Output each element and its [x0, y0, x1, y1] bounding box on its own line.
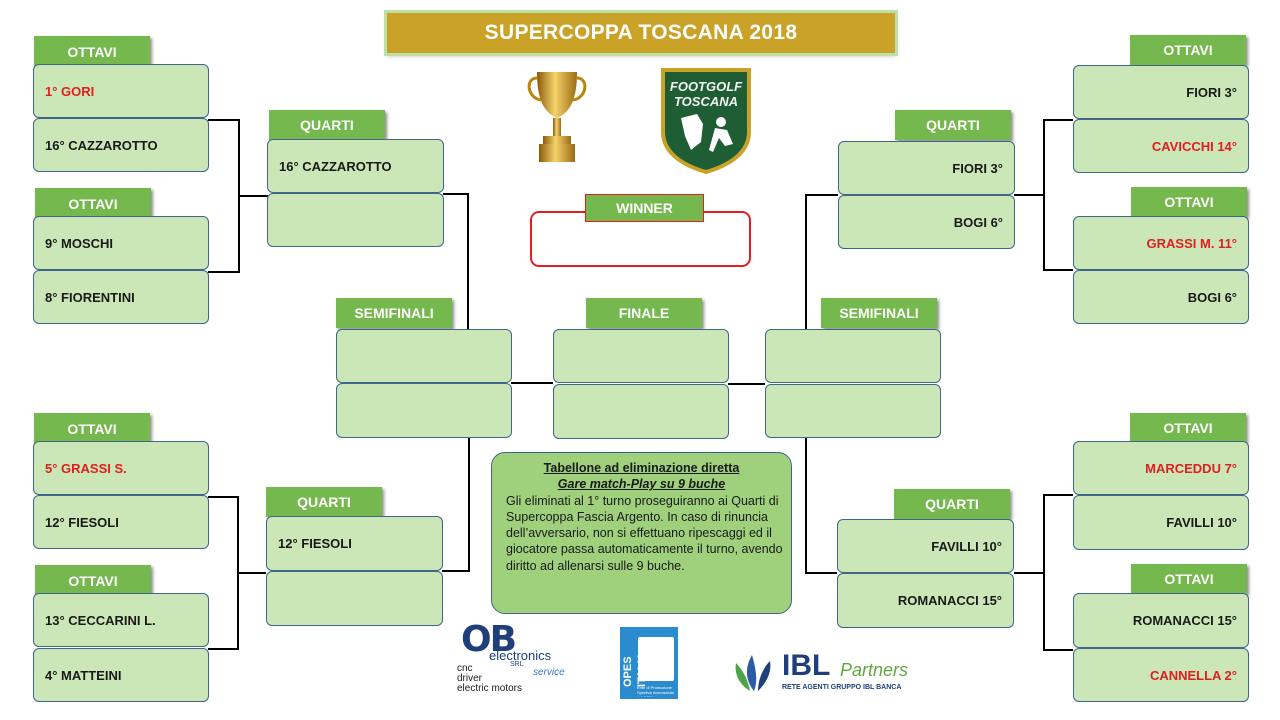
match-slot-left-s1b — [336, 383, 512, 438]
match-slot-final-b — [553, 384, 729, 439]
rules-body: Gli eliminati al 1° turno proseguiranno … — [506, 493, 783, 573]
logo-text-2: TOSCANA — [674, 94, 738, 109]
ob-logo-srl: SRL — [510, 661, 524, 668]
ibl-logo-name: IBL — [782, 649, 831, 682]
match-slot-right-o1a: FIORI 3° — [1073, 65, 1249, 119]
rules-heading-1: Tabellone ad eliminazione diretta — [543, 461, 740, 475]
ottavi-label-left-3: OTTAVI — [34, 413, 150, 444]
ibl-logo-tagline: RETE AGENTI GRUPPO IBL BANCA — [782, 684, 902, 691]
ottavi-label-right-4: OTTAVI — [1131, 564, 1247, 594]
match-slot-left-o2a: 9° MOSCHI — [33, 216, 209, 270]
ottavi-label-right-2: OTTAVI — [1131, 187, 1247, 217]
ob-logo-mark: OB — [461, 619, 517, 660]
match-slot-right-q1a: FIORI 3° — [838, 141, 1015, 195]
quarti-label-right-1: QUARTI — [895, 110, 1011, 140]
match-slot-left-o1b: 16° CAZZAROTTO — [33, 118, 209, 172]
match-slot-right-o2a: GRASSI M. 11° — [1073, 216, 1249, 270]
ob-logo-driver: driver — [457, 673, 483, 684]
match-slot-right-o1b: CAVICCHI 14° — [1073, 119, 1249, 173]
page-title: SUPERCOPPA TOSCANA 2018 — [387, 13, 895, 53]
ibl-partners-logo: IBL Partners RETE AGENTI GRUPPO IBL BANC… — [730, 651, 930, 697]
match-slot-right-o3b: FAVILLI 10° — [1073, 495, 1249, 550]
match-slot-left-o3b: 12° FIESOLI — [33, 495, 209, 549]
quarti-label-left-2: QUARTI — [266, 487, 382, 517]
ob-logo-cnc: cnc — [457, 663, 473, 674]
match-slot-right-q2a: FAVILLI 10° — [837, 519, 1014, 573]
match-slot-left-o4b: 4° MATTEINI — [33, 648, 209, 702]
match-slot-right-s1b — [765, 384, 941, 438]
footgolf-toscana-logo: FOOTGOLF TOSCANA — [661, 68, 751, 174]
ottavi-label-right-3: OTTAVI — [1130, 413, 1246, 443]
logo-text-1: FOOTGOLF — [670, 79, 743, 94]
ottavi-label-left-4: OTTAVI — [35, 565, 151, 596]
match-slot-right-q2b: ROMANACCI 15° — [837, 573, 1014, 628]
ibl-logo-partners: Partners — [840, 660, 909, 680]
quarti-label-right-2: QUARTI — [894, 489, 1010, 519]
winner-label: WINNER — [585, 194, 704, 222]
match-slot-left-o4a: 13° CECCARINI L. — [33, 593, 209, 647]
match-slot-left-o1a: 1° GORI — [33, 64, 209, 118]
match-slot-left-s1a — [336, 329, 512, 383]
quarti-label-left-1: QUARTI — [269, 110, 385, 140]
match-slot-left-o2b: 8° FIORENTINI — [33, 270, 209, 324]
opes-italia-logo: OPES ITALIA Ente di Promozione Sportiva … — [620, 627, 678, 699]
match-slot-left-o3a: 5° GRASSI S. — [33, 441, 209, 495]
ob-electronics-logo: OB electronics SRL service cnc driver el… — [455, 622, 590, 696]
match-slot-right-o4b: CANNELLA 2° — [1073, 648, 1249, 702]
match-slot-right-o4a: ROMANACCI 15° — [1073, 593, 1249, 648]
match-slot-left-q2a: 12° FIESOLI — [266, 516, 443, 571]
ob-logo-motors: electric motors — [457, 683, 523, 694]
semifinali-label-right: SEMIFINALI — [821, 298, 937, 328]
ob-logo-service: service — [533, 667, 565, 678]
match-slot-left-q1b — [267, 193, 444, 247]
ottavi-label-right-1: OTTAVI — [1130, 35, 1246, 65]
match-slot-right-q1b: BOGI 6° — [838, 195, 1015, 249]
opes-logo-figure-icon — [638, 637, 674, 681]
rules-heading-2: Gare match-Play su 9 buche — [557, 477, 726, 492]
match-slot-right-o3a: MARCEDDU 7° — [1073, 441, 1249, 495]
match-slot-left-q2b — [266, 571, 443, 626]
match-slot-right-s1a — [765, 329, 941, 383]
ibl-leaf-icon — [735, 655, 771, 691]
opes-logo-text: OPES ITALIA — [622, 652, 648, 687]
opes-logo-tagline: Ente di Promozione Sportiva riconosciuto… — [637, 685, 675, 697]
trophy-icon — [527, 72, 587, 162]
finale-label: FINALE — [586, 298, 702, 328]
match-slot-final-a — [553, 329, 729, 383]
rules-info-box: Tabellone ad eliminazione diretta Gare m… — [491, 452, 792, 614]
match-slot-left-q1a: 16° CAZZAROTTO — [267, 139, 444, 193]
ob-logo-electronics: electronics — [489, 648, 552, 663]
match-slot-right-o2b: BOGI 6° — [1073, 270, 1249, 324]
semifinali-label-left: SEMIFINALI — [336, 298, 452, 328]
ottavi-label-left-2: OTTAVI — [35, 188, 151, 219]
ottavi-label-left-1: OTTAVI — [34, 36, 150, 67]
